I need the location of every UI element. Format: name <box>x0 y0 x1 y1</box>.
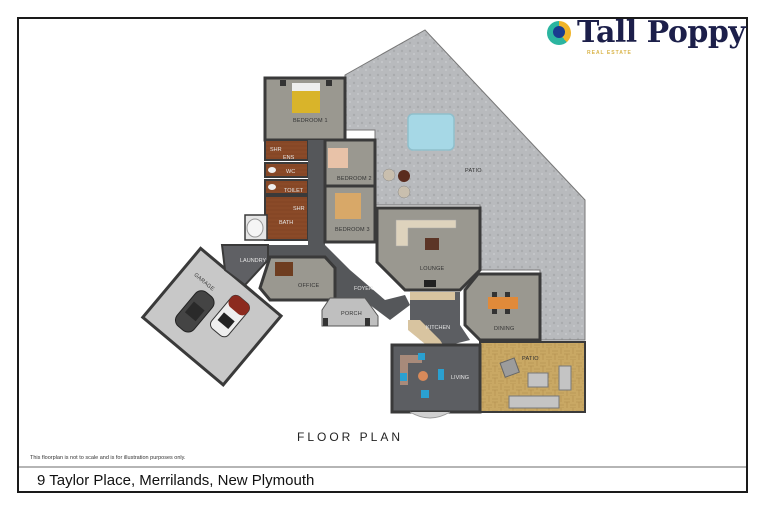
room-lounge: LOUNGE <box>375 206 482 292</box>
room-label-laundry: LAUNDRY <box>240 258 267 264</box>
room-label-bedroom-1: BEDROOM 1 <box>293 118 328 124</box>
poppy-logo-icon <box>547 21 571 45</box>
room-label-wc: WC <box>286 169 295 175</box>
wet-areas: SHR ENS WC TOILET SHR BATH <box>244 139 309 241</box>
room-laundry: LAUNDRY <box>220 244 269 287</box>
room-bedroom-3: BEDROOM 3 <box>323 184 377 244</box>
room-dining: DINING <box>463 272 542 342</box>
brand-name: Tall Poppy <box>577 15 746 50</box>
brand-logo: Tall Poppy REAL ESTATE <box>547 15 747 56</box>
room-label-lounge: LOUNGE <box>420 266 445 272</box>
room-label-bedroom-3: BEDROOM 3 <box>335 227 370 233</box>
room-label-ens: ENS <box>283 155 295 161</box>
room-bedroom-2: BEDROOM 2 <box>323 138 377 188</box>
room-label-living: LIVING <box>451 375 469 381</box>
car-black <box>174 290 215 333</box>
room-label-toilet: TOILET <box>284 188 304 194</box>
room-office: OFFICE <box>258 255 337 302</box>
room-foyer: FOYER <box>354 286 373 292</box>
spa-pool <box>407 113 455 151</box>
brand-tagline: REAL ESTATE <box>587 50 632 56</box>
room-kitchen: KITCHEN <box>408 292 470 348</box>
room-label-foyer: FOYER <box>354 286 373 292</box>
room-label-bath: BATH <box>279 220 293 226</box>
plan-title: FLOOR PLAN <box>296 430 404 444</box>
footer-divider <box>19 466 746 468</box>
room-label-patio-deck: PATIO <box>522 356 539 362</box>
room-porch: PORCH <box>321 297 379 327</box>
room-label-office: OFFICE <box>298 283 319 289</box>
patio-deck: PATIO <box>479 341 586 413</box>
disclaimer-text: This floorplan is not to scale and is fo… <box>30 455 186 461</box>
car-red <box>209 294 250 338</box>
property-address: 9 Taylor Place, Merrilands, New Plymouth <box>37 472 315 489</box>
room-label-porch: PORCH <box>341 311 362 317</box>
room-label-bath-shower: SHR <box>293 206 305 212</box>
room-living: LIVING <box>390 343 482 419</box>
room-bedroom-1: BEDROOM 1 <box>263 76 347 142</box>
garage: GARAGE <box>140 246 284 387</box>
room-label-ens-shower: SHR <box>270 147 282 153</box>
room-label-bedroom-2: BEDROOM 2 <box>337 176 372 182</box>
room-label-patio: PATIO <box>465 168 482 174</box>
hallway <box>225 140 410 320</box>
room-label-kitchen: KITCHEN <box>426 325 450 331</box>
room-label-dining: DINING <box>494 326 514 332</box>
patio-concrete: PATIO <box>344 29 586 341</box>
